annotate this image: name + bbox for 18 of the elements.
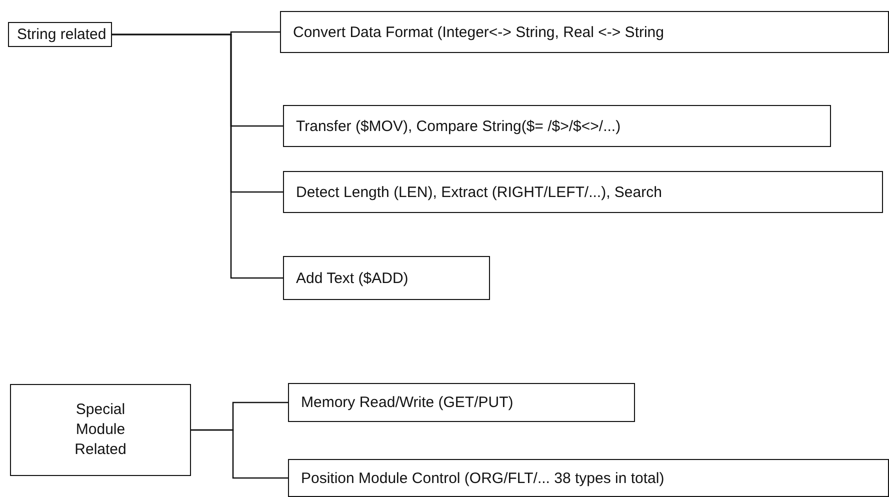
text-box xyxy=(283,105,831,147)
node-label: Special Module Related xyxy=(74,400,128,460)
text-box xyxy=(8,22,112,47)
text-box xyxy=(10,384,191,476)
node-label: Detect Length (LEN), Extract (RIGHT/LEFT/...), Search xyxy=(296,184,662,200)
text-box xyxy=(288,383,635,422)
node-label: String related xyxy=(17,26,106,43)
node-label: Position Module Control (ORG/FLT/... 38 types in total) xyxy=(301,470,664,486)
connector-line xyxy=(191,429,288,479)
node-label: Add Text ($ADD) xyxy=(296,270,408,286)
connector-line xyxy=(112,34,283,279)
text-box xyxy=(283,171,883,213)
text-box xyxy=(280,11,889,53)
text-box xyxy=(288,459,889,497)
node-label: Convert Data Format (Integer<-> String, Real <-> String xyxy=(293,24,664,40)
node-label: Transfer ($MOV), Compare String($= /$>/$<>/...) xyxy=(296,118,621,134)
text-box xyxy=(283,256,490,300)
node-label: Memory Read/Write (GET/PUT) xyxy=(301,394,514,411)
